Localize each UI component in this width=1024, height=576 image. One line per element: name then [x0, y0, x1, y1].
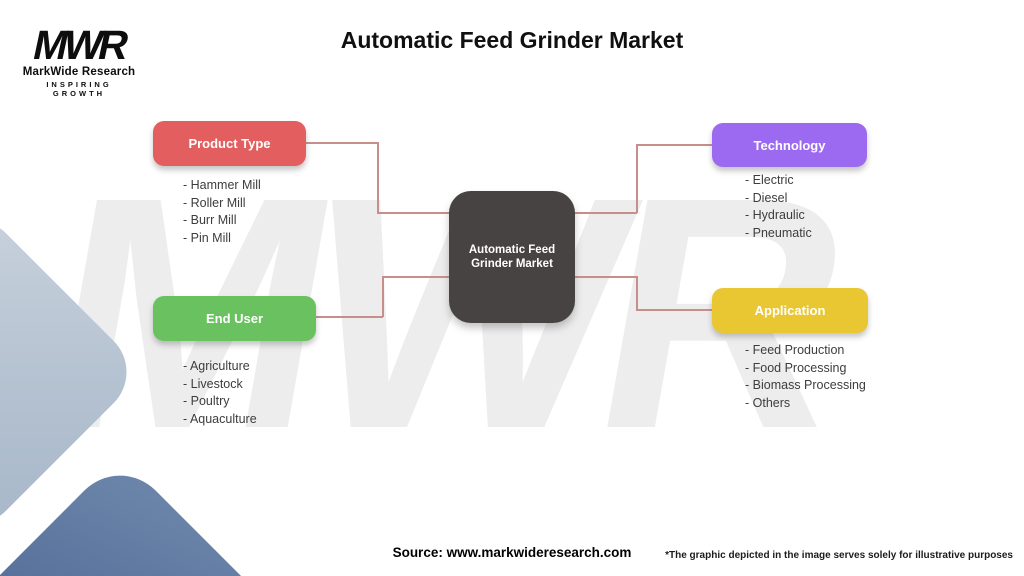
logo-name: MarkWide Research	[22, 65, 136, 78]
category-label-application: Application	[754, 303, 826, 318]
list-item: - Hydraulic	[745, 208, 805, 222]
category-box-end-user: End User	[153, 296, 316, 341]
category-items-end-user: - Agriculture - Livestock - Poultry - Aq…	[183, 358, 257, 428]
list-item: - Electric	[745, 173, 794, 187]
center-node-label-line2: Grinder Market	[471, 258, 553, 270]
list-item: - Food Processing	[745, 360, 847, 375]
connector-product-type-h1	[306, 142, 378, 144]
list-item: - Aquaculture	[183, 411, 257, 426]
connector-application-h1	[575, 276, 637, 278]
connector-technology-h2	[636, 144, 712, 146]
connector-application-h2	[636, 309, 712, 311]
connector-product-type-h2	[377, 212, 451, 214]
logo-tagline: INSPIRING GROWTH	[46, 79, 112, 98]
category-items-technology: - Electric - Diesel - Hydraulic - Pneuma…	[745, 172, 812, 242]
list-item: - Livestock	[183, 376, 243, 391]
list-item: - Biomass Processing	[745, 378, 866, 392]
connector-technology-h1	[575, 212, 637, 214]
source-text: Source: www.markwideresearch.com	[392, 545, 632, 560]
list-item: - Agriculture	[183, 359, 250, 373]
list-item: - Hammer Mill	[183, 178, 261, 192]
connector-end-user-h2	[382, 276, 451, 278]
page-title: Automatic Feed Grinder Market	[340, 27, 684, 53]
connector-end-user-v	[382, 276, 384, 317]
list-item: - Others	[745, 395, 791, 410]
category-label-product-type: Product Type	[188, 136, 271, 151]
markwide-research-logo: MWR MarkWide Research INSPIRING GROWTH	[20, 22, 138, 98]
list-item: - Pneumatic	[745, 225, 812, 240]
connector-product-type-v	[377, 142, 379, 213]
disclaimer-text: *The graphic depicted in the image serve…	[665, 550, 1013, 561]
category-label-end-user: End User	[205, 311, 264, 326]
center-node-automatic-feed-grinder-market: Automatic Feed Grinder Market	[449, 191, 575, 323]
category-label-technology: Technology	[753, 137, 826, 153]
list-item: - Poultry	[183, 394, 230, 408]
center-node-label-line1: Automatic Feed	[468, 243, 556, 256]
connector-end-user-h1	[316, 316, 383, 318]
connector-application-v	[636, 276, 638, 310]
category-box-application: Application	[712, 288, 868, 333]
list-item: - Burr Mill	[183, 213, 237, 227]
list-item: - Feed Production	[745, 343, 845, 357]
category-box-technology: Technology	[712, 123, 867, 167]
list-item: - Pin Mill	[183, 230, 231, 245]
list-item: - Diesel	[745, 190, 788, 205]
connector-technology-v	[636, 144, 638, 213]
category-box-product-type: Product Type	[153, 121, 306, 166]
list-item: - Roller Mill	[183, 195, 246, 210]
category-items-product-type: - Hammer Mill - Roller Mill - Burr Mill …	[183, 177, 261, 247]
category-items-application: - Feed Production - Food Processing - Bi…	[745, 342, 866, 412]
